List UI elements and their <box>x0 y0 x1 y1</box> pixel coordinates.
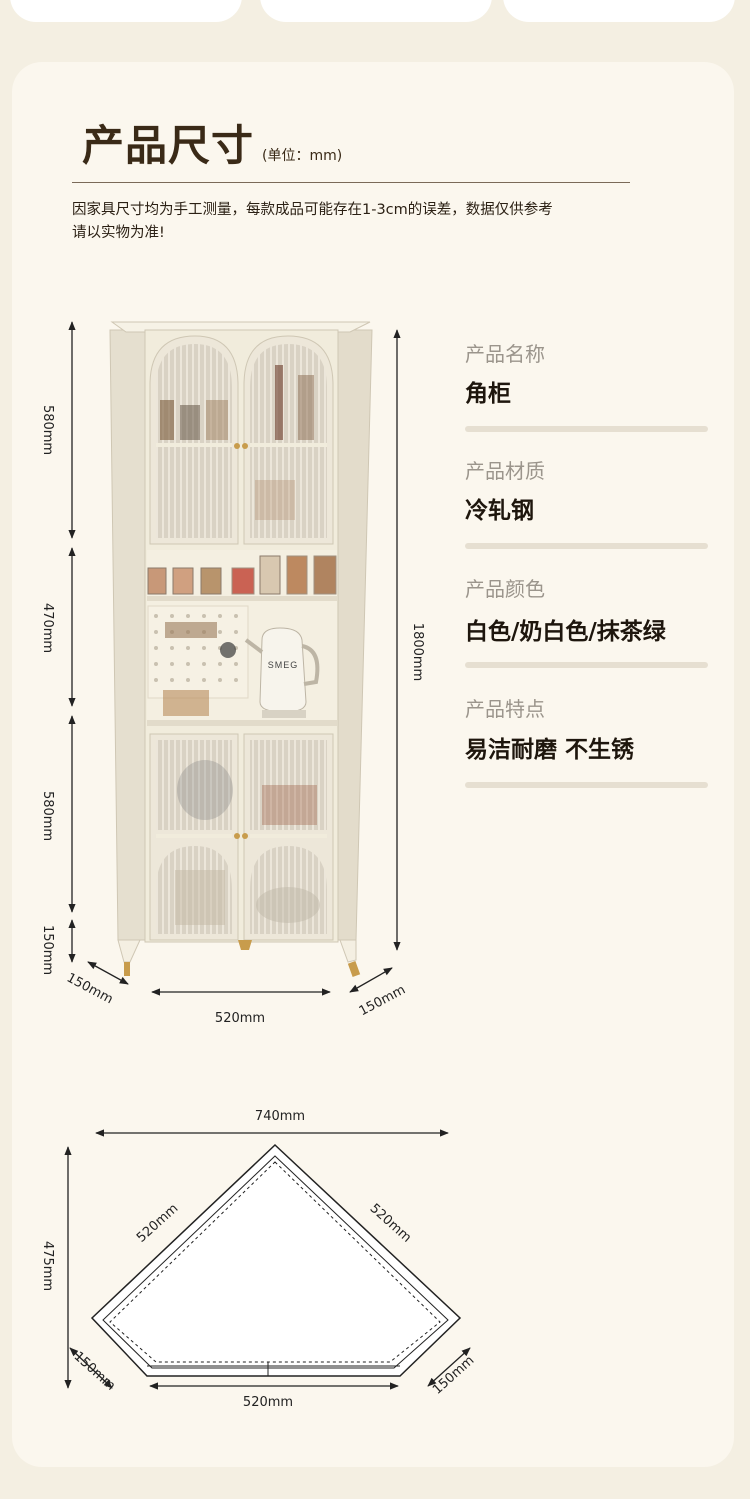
cabinet-illustration: SMEG <box>109 321 373 977</box>
title-divider <box>72 182 630 183</box>
dim-middle-height: 470mm <box>40 603 55 653</box>
dim-leg-height: 150mm <box>40 925 55 975</box>
top-tab-3 <box>503 0 735 22</box>
dim-right-side: 150mm <box>357 983 408 1020</box>
kettle-brand: SMEG <box>268 660 299 670</box>
prop-feature-value: 易洁耐磨 不生锈 <box>465 737 635 763</box>
prop-divider <box>465 662 708 668</box>
dim-top-right-side: 150mm <box>430 1353 477 1398</box>
page-title: 产品尺寸 <box>82 121 255 170</box>
prop-color-value: 白色/奶白色/抹茶绿 <box>465 619 666 645</box>
prop-feature-label: 产品特点 <box>465 697 545 721</box>
prop-material-label: 产品材质 <box>465 459 545 483</box>
prop-divider <box>465 426 708 432</box>
prop-color-label: 产品颜色 <box>465 577 545 601</box>
dim-left-side: 150mm <box>64 971 115 1008</box>
dim-top-total-width: 740mm <box>255 1109 305 1124</box>
dim-top-depth: 475mm <box>40 1241 55 1291</box>
top-tab-1 <box>10 0 242 22</box>
dim-front-width: 520mm <box>215 1011 265 1026</box>
lower-door-left <box>149 733 239 941</box>
pegboard <box>147 605 249 716</box>
prop-name-value: 角柜 <box>465 381 511 407</box>
kettle-illustration: SMEG <box>244 627 320 718</box>
upper-door-right <box>243 335 334 545</box>
front-dimension-lines <box>68 321 401 996</box>
upper-door-left <box>149 335 239 545</box>
prop-name-label: 产品名称 <box>465 342 545 366</box>
top-tab-2 <box>260 0 492 22</box>
dim-lower-height: 580mm <box>40 791 55 841</box>
unit-label: (单位：mm) <box>262 148 343 164</box>
prop-divider <box>465 782 708 788</box>
dim-upper-height: 580mm <box>40 405 55 455</box>
prop-material-value: 冷轧钢 <box>465 498 534 524</box>
top-view-plan <box>90 1143 462 1377</box>
disclaimer-line-2: 请以实物为准! <box>72 225 165 241</box>
dim-top-diag-left: 520mm <box>134 1201 181 1246</box>
lower-door-right <box>243 733 334 941</box>
prop-divider <box>465 543 708 549</box>
disclaimer-line-1: 因家具尺寸均为手工测量，每款成品可能存在1-3cm的误差，数据仅供参考 <box>72 202 553 218</box>
dim-top-left-side: 150mm <box>71 1349 118 1394</box>
cabinet-legs <box>117 939 361 977</box>
top-dimension-lines <box>64 1129 471 1390</box>
dim-top-front: 520mm <box>243 1395 293 1410</box>
spice-jars <box>147 555 337 595</box>
dim-total-height: 1800mm <box>410 623 425 681</box>
